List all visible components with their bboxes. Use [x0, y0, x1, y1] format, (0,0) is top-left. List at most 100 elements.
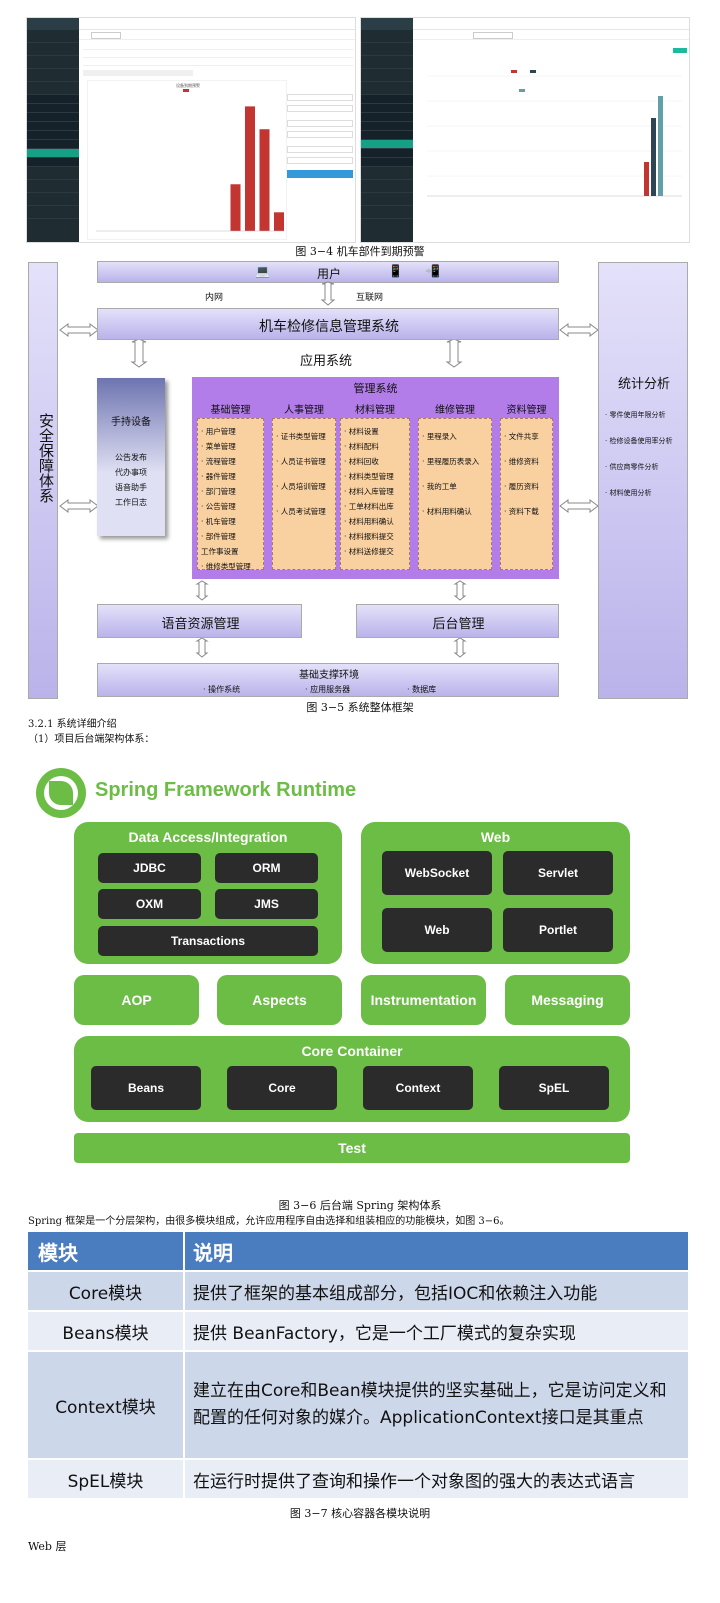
- servlet-module: Servlet: [503, 851, 613, 895]
- handheld-item: 代办事项: [115, 468, 147, 477]
- portlet-module: Portlet: [503, 908, 613, 952]
- header-desc: 说明: [193, 1240, 233, 1265]
- mgmt-item: · 人员考试管理: [276, 507, 326, 516]
- infra-item: · 应用服务器: [305, 685, 351, 694]
- expiry-bar: [230, 184, 241, 231]
- transactions-module: Transactions: [98, 926, 318, 956]
- expiry-bar: [274, 212, 284, 231]
- mgmt-title: 管理系统: [353, 382, 398, 395]
- mgmt-item: · 材料设置: [344, 427, 379, 436]
- handheld-item: 公告发布: [115, 453, 147, 462]
- infra-title: 基础支撑环境: [299, 670, 359, 681]
- handheld-item: 工作日志: [115, 498, 147, 507]
- context-module: Context: [363, 1066, 473, 1110]
- security-column: 安全保障体系: [28, 262, 58, 699]
- mgmt-item: · 文件共享: [504, 432, 539, 441]
- infra-item: · 数据库: [407, 685, 437, 694]
- row-module: Beans模块: [62, 1323, 149, 1344]
- backend-box: 后台管理: [356, 604, 559, 638]
- topbar: [79, 18, 355, 30]
- mgmt-item: 工作事设置: [201, 547, 239, 556]
- mgmt-column: · 里程录入· 里程履历表录入· 我的工单· 材料用料确认: [418, 418, 492, 570]
- mgmt-column-head: 维修管理: [435, 405, 475, 416]
- mgmt-item: · 材料送修提交: [344, 547, 394, 556]
- diagram-arrows: [59, 281, 599, 658]
- intranet-label: 内网: [205, 293, 224, 303]
- mgmt-item: · 维修资料: [504, 457, 539, 466]
- core-module: Core: [227, 1066, 337, 1110]
- main-system-bar: 机车检修信息管理系统: [97, 308, 559, 340]
- websocket-module: WebSocket: [382, 851, 492, 895]
- table-row: Beans模块 提供 BeanFactory，它是一个工厂模式的复杂实现: [28, 1312, 688, 1350]
- tabbar: [79, 30, 355, 40]
- data-access-title: Data Access/Integration: [128, 829, 288, 845]
- expiry-chart: 设备到期预警: [87, 80, 287, 240]
- table-row: Context模块 建立在由Core和Bean模块提供的坚实基础上，它是访问定义…: [28, 1352, 688, 1458]
- mgmt-item: · 里程履历表录入: [422, 457, 480, 466]
- fig36-caption: 图 3−6 后台端 Spring 架构体系: [278, 1199, 442, 1212]
- query-button[interactable]: [287, 170, 353, 178]
- expiry-bar: [259, 129, 270, 231]
- handset-icon: 📲: [425, 264, 440, 278]
- mgmt-item: · 部门管理: [201, 487, 236, 496]
- orm-module: ORM: [215, 853, 318, 883]
- handheld-title: 手持设备: [111, 417, 151, 428]
- mgmt-item: · 材料用料确认: [344, 517, 394, 526]
- mgmt-column-head: 基础管理: [210, 405, 251, 416]
- mgmt-item: · 材料类型管理: [344, 472, 394, 481]
- handheld-item: 语音助手: [115, 483, 147, 492]
- mgmt-column: · 证书类型管理 · 人员证书管理 · 人员培训管理 · 人员考试管理: [272, 418, 336, 570]
- mgmt-item: · 人员证书管理: [276, 457, 326, 466]
- messaging-module: Messaging: [505, 975, 630, 1025]
- section-heading: 3.2.1 系统详细介绍: [28, 719, 117, 730]
- web-title: Web: [480, 829, 511, 845]
- row-module: Core模块: [68, 1283, 143, 1304]
- user-label: 用户: [316, 267, 341, 281]
- test-module: Test: [74, 1133, 630, 1163]
- handheld-device: 手持设备 公告发布 代办事项 语音助手 工作日志: [97, 378, 165, 536]
- mgmt-item: · 我的工单: [422, 482, 457, 491]
- main-system-label: 机车检修信息管理系统: [259, 319, 399, 335]
- section-subheading: （1）项目后台端架构体系：: [28, 734, 155, 745]
- mgmt-item: · 人员培训管理: [276, 482, 326, 491]
- beans-module: Beans: [91, 1066, 201, 1110]
- infra-item: · 操作系统: [203, 685, 241, 694]
- security-label: 安全保障体系: [37, 413, 55, 503]
- fig37-caption: 图 3−7 核心容器各模块说明: [289, 1507, 431, 1520]
- mgmt-item: · 证书类型管理: [276, 432, 326, 441]
- mgmt-column: · 文件共享· 维修资料· 履历资料· 资料下载: [500, 418, 553, 570]
- mgmt-item: · 资料下载: [504, 507, 539, 516]
- instrumentation-module: Instrumentation: [361, 975, 486, 1025]
- aop-module: AOP: [74, 975, 199, 1025]
- mgmt-item: · 维修类型管理: [201, 562, 251, 571]
- stats-title: 统计分析: [617, 377, 670, 392]
- stats-item: · 材料使用分析: [605, 489, 652, 497]
- stats-item: · 检修设备使用率分析: [605, 437, 673, 445]
- mgmt-item: · 公告管理: [201, 502, 236, 511]
- web-module: Web: [382, 908, 492, 952]
- stats-item: · 零件使用年限分析: [605, 411, 666, 419]
- fig34-caption: 图 3−4 机车部件到期预警: [295, 245, 425, 258]
- sidebar: [361, 18, 413, 242]
- mgmt-column-head: 资料管理: [506, 405, 547, 416]
- tabbar: [413, 30, 689, 40]
- row-desc: 提供了框架的基本组成部分，包括IOC和依赖注入功能: [193, 1283, 598, 1304]
- mgmt-item: · 机车管理: [201, 517, 236, 526]
- mgmt-item: · 菜单管理: [201, 442, 236, 451]
- forecast-chart: [427, 75, 682, 197]
- body-paragraph: Spring 框架是一个分层架构，由很多模块组成，允许应用程序自由选择和组装相应…: [28, 1216, 510, 1227]
- voice-label: 语音资源管理: [161, 617, 240, 632]
- mgmt-item: · 部件管理: [201, 532, 236, 541]
- mgmt-column: · 用户管理· 菜单管理· 流程管理· 器件管理· 部门管理· 公告管理· 机车…: [197, 418, 264, 571]
- stats-item: · 供应商零件分析: [605, 463, 659, 471]
- phone-icon: 📱: [388, 264, 403, 278]
- table-row: SpEL模块 在运行时提供了查询和操作一个对象图的强大的表达式语言: [28, 1460, 688, 1498]
- mgmt-item: · 材料报料提交: [344, 532, 394, 541]
- table-header: 模块 说明: [28, 1232, 688, 1270]
- header-module: 模块: [38, 1240, 78, 1265]
- jms-module: JMS: [215, 889, 318, 919]
- footer-heading: Web 层: [28, 1540, 67, 1553]
- expiry-bars: [96, 106, 284, 232]
- oxm-module: OXM: [98, 889, 201, 919]
- app-system-label: 应用系统: [300, 354, 353, 369]
